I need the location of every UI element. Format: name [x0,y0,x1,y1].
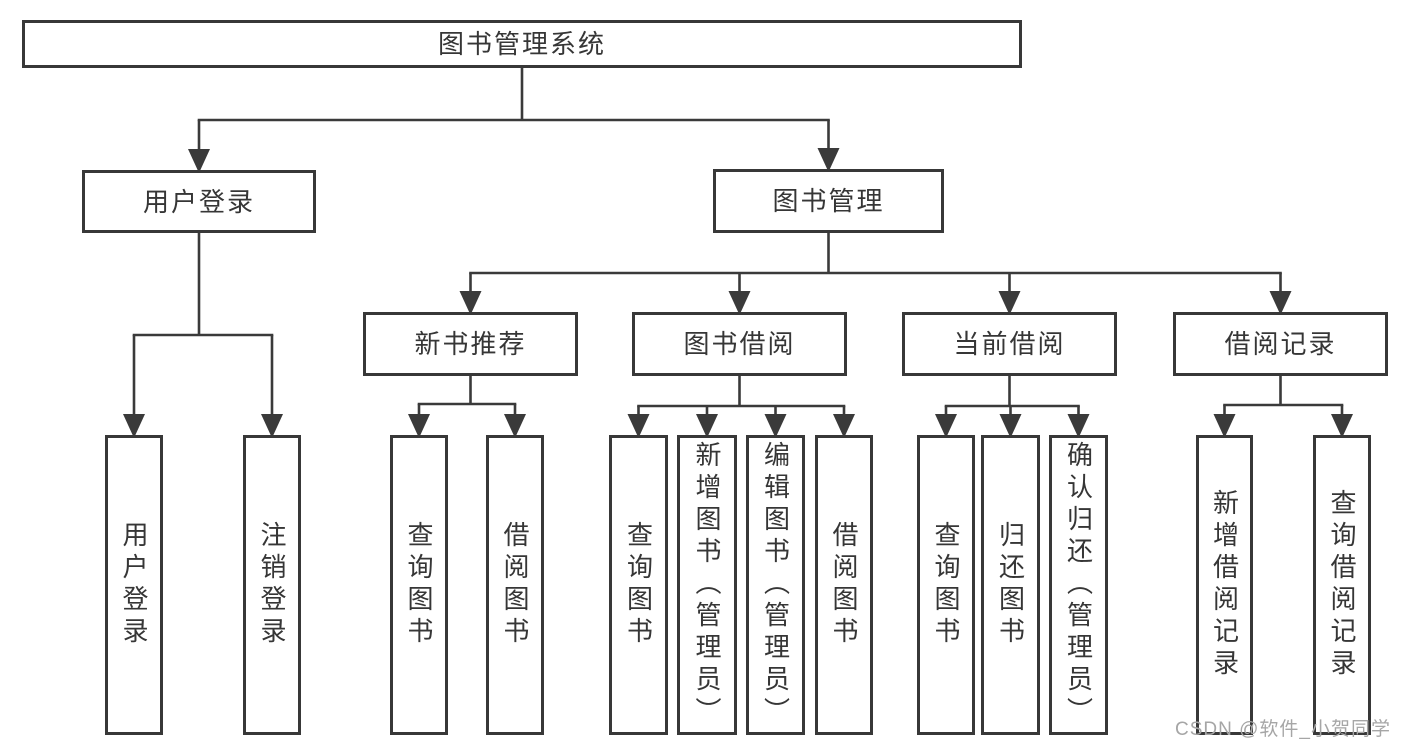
arrowhead [833,414,855,438]
node-label: 新书推荐 [414,329,527,359]
node-cb-query: 查询图书 [917,435,975,735]
node-label: 注销登录 [257,521,287,649]
arrowhead [459,291,482,315]
node-borrow-records: 借阅记录 [1173,312,1388,376]
arrowhead [1331,414,1353,438]
node-leaf-logout: 注销登录 [243,435,301,735]
arrowhead [1213,414,1236,438]
watermark: CSDN @软件_小贺同学 [1175,719,1391,740]
arrowhead [261,414,283,438]
node-user-login: 用户登录 [82,170,316,233]
arrowhead [188,149,210,173]
arrowhead [504,414,526,438]
arrowhead [408,414,430,438]
node-label: 图书管理 [772,186,885,216]
node-cb-return: 归还图书 [981,435,1040,735]
node-current-borrow: 当前借阅 [902,312,1117,376]
node-bb-query: 查询图书 [609,435,668,735]
node-label: 当前借阅 [953,329,1066,359]
node-book-borrow: 图书借阅 [632,312,847,376]
node-label: 查询图书 [623,521,654,649]
node-nb-query: 查询图书 [390,435,448,735]
node-nb-borrow: 借阅图书 [486,435,544,735]
arrowhead [696,414,718,438]
arrowhead [764,414,787,438]
node-cb-confirm: 确认归还（管理员） [1049,435,1108,735]
node-system: 图书管理系统 [22,20,1022,68]
node-label: 用户登录 [119,521,149,649]
node-label: 确认归还（管理员） [1063,441,1094,729]
node-label: 图书借阅 [683,329,796,359]
node-label: 新增图书（管理员） [692,441,722,729]
node-label: 查询借阅记录 [1327,489,1357,681]
node-bb-borrow: 借阅图书 [815,435,873,735]
arrowhead [998,291,1021,315]
node-label: 借阅图书 [829,521,859,649]
node-label: 借阅记录 [1224,329,1337,359]
node-label: 用户登录 [142,186,255,217]
arrowhead [1269,291,1292,315]
node-book-mgmt: 图书管理 [713,169,944,233]
node-bb-edit: 编辑图书（管理员） [746,435,805,735]
node-br-query: 查询借阅记录 [1313,435,1371,735]
node-label: 归还图书 [995,521,1026,649]
node-label: 图书管理系统 [437,29,606,59]
arrowhead [728,291,751,315]
node-label: 查询图书 [404,521,434,649]
node-leaf-user-login: 用户登录 [105,435,163,735]
arrowhead [935,414,957,438]
node-label: 新增借阅记录 [1209,489,1240,681]
arrowhead [627,414,650,438]
arrowhead [1067,414,1090,438]
node-br-add: 新增借阅记录 [1196,435,1253,735]
node-new-books: 新书推荐 [363,312,578,376]
arrowhead [999,414,1022,438]
arrowhead [123,414,145,438]
node-label: 编辑图书（管理员） [760,441,791,729]
node-bb-add: 新增图书（管理员） [677,435,737,735]
node-label: 查询图书 [931,521,961,649]
node-label: 借阅图书 [500,521,530,649]
arrowhead [817,148,840,172]
